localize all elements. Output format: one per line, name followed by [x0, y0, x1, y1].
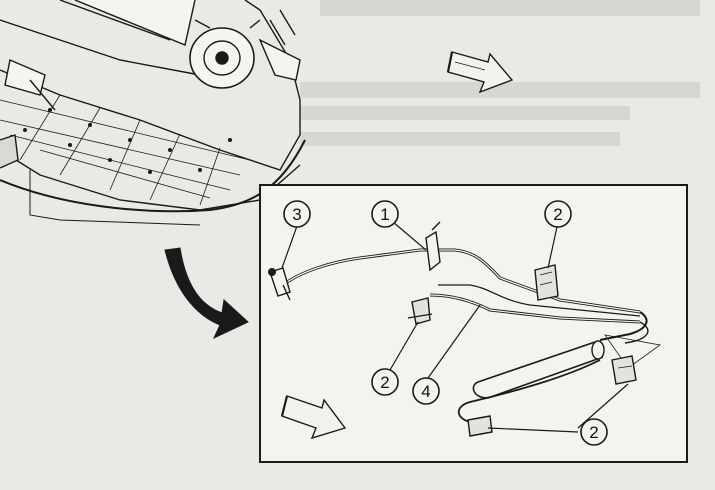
zoom-curve-arrow: [164, 247, 249, 340]
callout-3: 3: [283, 200, 311, 228]
svg-text:2: 2: [589, 423, 598, 442]
direction-arrow-bottom: [280, 395, 347, 440]
callout-1: 1: [371, 200, 399, 228]
power-steering-lines: [268, 221, 661, 437]
svg-text:3: 3: [292, 205, 301, 224]
svg-text:2: 2: [380, 373, 389, 392]
car-underbody-illustration: [0, 0, 306, 226]
svg-text:2: 2: [553, 205, 562, 224]
callout-2-left: 2: [371, 368, 399, 396]
callout-2-top: 2: [544, 200, 572, 228]
bleed-through-bars: [300, 0, 700, 146]
svg-text:1: 1: [380, 205, 389, 224]
callout-4: 4: [412, 377, 440, 405]
direction-arrow-top: [446, 51, 514, 94]
svg-text:4: 4: [421, 382, 430, 401]
callout-2-bottom: 2: [580, 418, 608, 446]
